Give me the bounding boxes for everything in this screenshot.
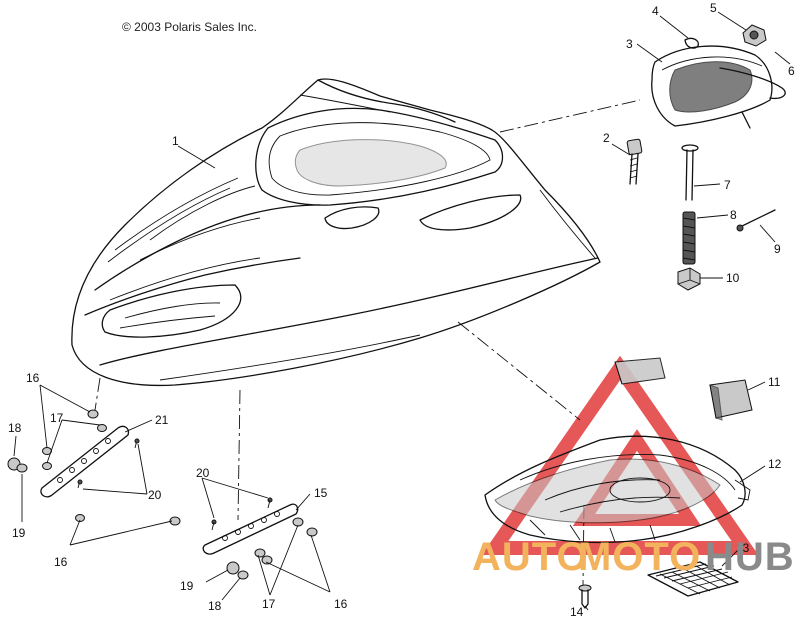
callout-5: 5 [710, 1, 717, 15]
callout-2: 2 [603, 131, 610, 145]
callout-16-upper-left: 16 [26, 371, 40, 385]
callout-15: 15 [314, 486, 328, 500]
callout-14: 14 [570, 605, 584, 619]
callout-16-lower-left: 16 [54, 555, 68, 569]
callout-10: 10 [726, 271, 740, 285]
windshield-part [651, 24, 786, 129]
foam-block-part-11 [709, 379, 753, 421]
bolt-part-2 [626, 138, 643, 185]
watermark-text-auto: AUTO [472, 535, 589, 579]
watermark-text-moto: MOTO [578, 535, 701, 579]
pin-part-7 [681, 144, 699, 201]
spring-part-8 [682, 211, 696, 265]
rod-part-9 [736, 209, 776, 232]
belly-pan-part [484, 357, 753, 609]
callout-13: 13 [736, 541, 750, 555]
callout-17-left: 17 [50, 411, 64, 425]
callout-9: 9 [774, 242, 781, 256]
watermark-triangle-outer [481, 355, 759, 555]
callout-labels: 1 2 3 4 5 6 7 8 9 10 11 12 13 14 15 16 1… [8, 1, 795, 619]
fasteners-group [626, 138, 776, 291]
mesh-screen-part-13 [647, 561, 739, 597]
callout-11: 11 [768, 375, 781, 389]
callout-18-left: 18 [8, 421, 22, 435]
callout-20-left: 20 [148, 488, 162, 502]
hinge-bracket-center-part-15 [169, 497, 318, 580]
callout-7: 7 [724, 178, 731, 192]
callout-3: 3 [626, 37, 633, 51]
copyright-notice: © 2003 Polaris Sales Inc. [122, 20, 257, 34]
callout-20-center: 20 [196, 466, 210, 480]
callout-1: 1 [172, 134, 179, 148]
nut-part-10 [677, 267, 701, 291]
callout-12: 12 [768, 457, 782, 471]
callout-17-bottom: 17 [262, 597, 276, 611]
callout-16-lower-right: 16 [334, 597, 348, 611]
callout-18-bottom: 18 [208, 599, 222, 613]
callout-4: 4 [652, 4, 659, 18]
watermark-wordmark: AUTO MOTO HUB [472, 535, 795, 579]
hinge-bracket-left-part-21 [7, 409, 140, 522]
callout-8: 8 [730, 208, 737, 222]
callout-19-left: 19 [12, 526, 26, 540]
screw-part-14 [578, 584, 592, 609]
callout-19-bottom: 19 [180, 579, 194, 593]
callout-leaders [13, 11, 791, 611]
watermark-text-hub: HUB [705, 535, 795, 579]
hood-part [71, 78, 601, 387]
callout-6: 6 [788, 64, 795, 78]
callout-21: 21 [155, 413, 169, 427]
